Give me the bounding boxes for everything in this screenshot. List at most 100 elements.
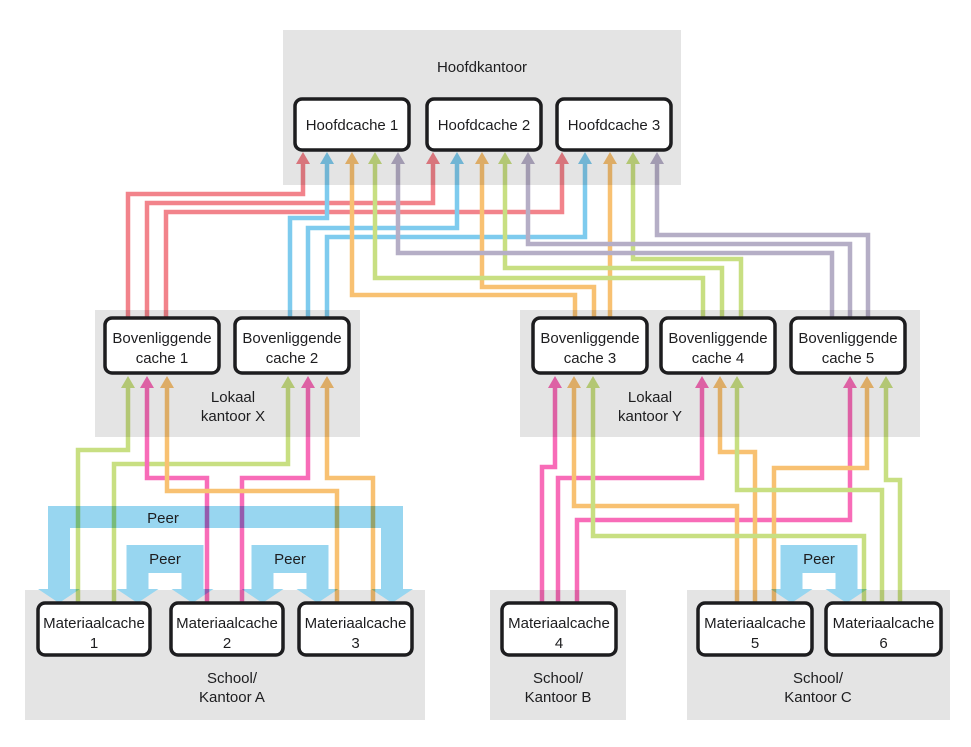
- edge-line: [75, 386, 131, 603]
- panel-title-school-a-line2: Kantoor A: [199, 689, 265, 706]
- edge-mc2-bc2: [239, 376, 315, 603]
- peer-bracket-label-mc2-mc3: Peer: [274, 551, 306, 568]
- edge-mc3-bc1: [160, 376, 340, 603]
- arrow-head: [860, 376, 874, 388]
- arrow-head: [521, 152, 535, 164]
- node-label-hc2: Hoofdcache 2: [438, 117, 531, 134]
- panel-title-school-c-line2: Kantoor C: [784, 689, 852, 706]
- arrow-head: [626, 152, 640, 164]
- node-label-bc2-line1: Bovenliggende: [242, 330, 341, 347]
- node-label-bc1-line2: cache 1: [136, 350, 189, 367]
- arrow-head: [713, 376, 727, 388]
- edge-bc5-hc1: [391, 152, 835, 318]
- node-box-mc3: [297, 601, 414, 657]
- node-mc3: Materiaalcache 3: [297, 601, 414, 657]
- arrow-head: [345, 152, 359, 164]
- arrow-head: [475, 152, 489, 164]
- node-box-bc5: [789, 316, 907, 375]
- edge-bc5-hc2: [521, 152, 853, 318]
- node-mc4: Materiaalcache 4: [500, 601, 618, 657]
- arrow-head: [160, 376, 174, 388]
- edge-mc3-bc2: [320, 376, 376, 603]
- panel-title-lokaal-y-line1: Lokaal: [628, 389, 672, 406]
- arrow-head: [426, 152, 440, 164]
- edge-line: [372, 162, 706, 318]
- arrow-head: [650, 152, 664, 164]
- edge-line: [324, 386, 376, 603]
- node-label-hc3: Hoofdcache 3: [568, 117, 661, 134]
- arrow-head: [730, 376, 744, 388]
- edge-line: [239, 386, 311, 603]
- edge-bc2-hc3: [324, 152, 592, 318]
- edge-bc3-hc2: [475, 152, 597, 318]
- node-box-bc2: [233, 316, 351, 375]
- edge-line: [502, 162, 725, 318]
- node-bc2: Bovenliggende cache 2: [233, 316, 351, 375]
- node-box-hc3: [555, 97, 673, 152]
- node-label-mc3-line2: 3: [351, 635, 359, 652]
- edge-mc4-bc4: [555, 376, 709, 603]
- edge-line: [111, 386, 291, 603]
- edge-line: [571, 386, 740, 603]
- node-hc3: Hoofdcache 3: [555, 97, 673, 152]
- edges-layer: [75, 152, 903, 603]
- arrow-head: [368, 152, 382, 164]
- node-box-hc1: [293, 97, 411, 152]
- edge-bc3-hc1: [345, 152, 578, 318]
- node-label-mc1-line2: 1: [90, 635, 98, 652]
- edge-line: [125, 162, 306, 318]
- edge-mc1-bc2: [111, 376, 295, 603]
- edge-bc4-hc3: [626, 152, 744, 318]
- node-label-bc2-line2: cache 2: [266, 350, 319, 367]
- arrow-head: [296, 152, 310, 164]
- arrow-head: [320, 376, 334, 388]
- node-label-bc4-line1: Bovenliggende: [668, 330, 767, 347]
- panel-title-lokaal-x-line1: Lokaal: [211, 389, 255, 406]
- node-box-mc4: [500, 601, 618, 657]
- edge-bc3-hc3: [603, 152, 617, 318]
- edge-bc2-hc2: [305, 152, 464, 318]
- edge-line: [287, 162, 330, 318]
- edge-line: [144, 162, 436, 318]
- edge-line: [395, 162, 835, 318]
- node-hc2: Hoofdcache 2: [425, 97, 543, 152]
- node-box-mc6: [824, 601, 943, 657]
- arrow-head: [603, 152, 617, 164]
- node-label-mc4-line2: 4: [555, 635, 563, 652]
- edge-bc4-hc2: [498, 152, 725, 318]
- peer-band-mc1-mc3: [38, 506, 413, 603]
- peer-bracket-mc5-mc6: [770, 545, 868, 603]
- arrow-head: [450, 152, 464, 164]
- node-label-bc3-line2: cache 3: [564, 350, 617, 367]
- edge-mc2-bc1: [140, 376, 210, 603]
- node-label-mc5-line2: 5: [751, 635, 759, 652]
- node-label-mc3-line1: Materiaalcache: [305, 615, 407, 632]
- panel-title-school-b-line2: Kantoor B: [525, 689, 592, 706]
- node-label-mc4-line1: Materiaalcache: [508, 615, 610, 632]
- peer-bracket-label-mc1-mc2: Peer: [149, 551, 181, 568]
- edge-mc6-bc4: [730, 376, 885, 603]
- edge-line: [324, 162, 588, 318]
- edge-line: [883, 386, 903, 603]
- node-label-hc1: Hoofdcache 1: [306, 117, 399, 134]
- node-box-mc5: [696, 601, 814, 657]
- arrow-head: [391, 152, 405, 164]
- edge-line: [574, 386, 853, 603]
- node-label-mc2-line2: 2: [223, 635, 231, 652]
- node-label-mc6-line1: Materiaalcache: [833, 615, 935, 632]
- node-label-bc5-line2: cache 5: [822, 350, 875, 367]
- edge-bc1-hc3: [163, 152, 569, 318]
- arrow-head: [879, 376, 893, 388]
- arrow-head: [281, 376, 295, 388]
- panel-title-hoofdkantoor-line1: Hoofdkantoor: [437, 59, 527, 76]
- edge-mc5-bc3: [567, 376, 740, 603]
- arrow-head: [548, 376, 562, 388]
- edge-line: [349, 162, 578, 318]
- node-label-bc3-line1: Bovenliggende: [540, 330, 639, 347]
- arrow-head: [567, 376, 581, 388]
